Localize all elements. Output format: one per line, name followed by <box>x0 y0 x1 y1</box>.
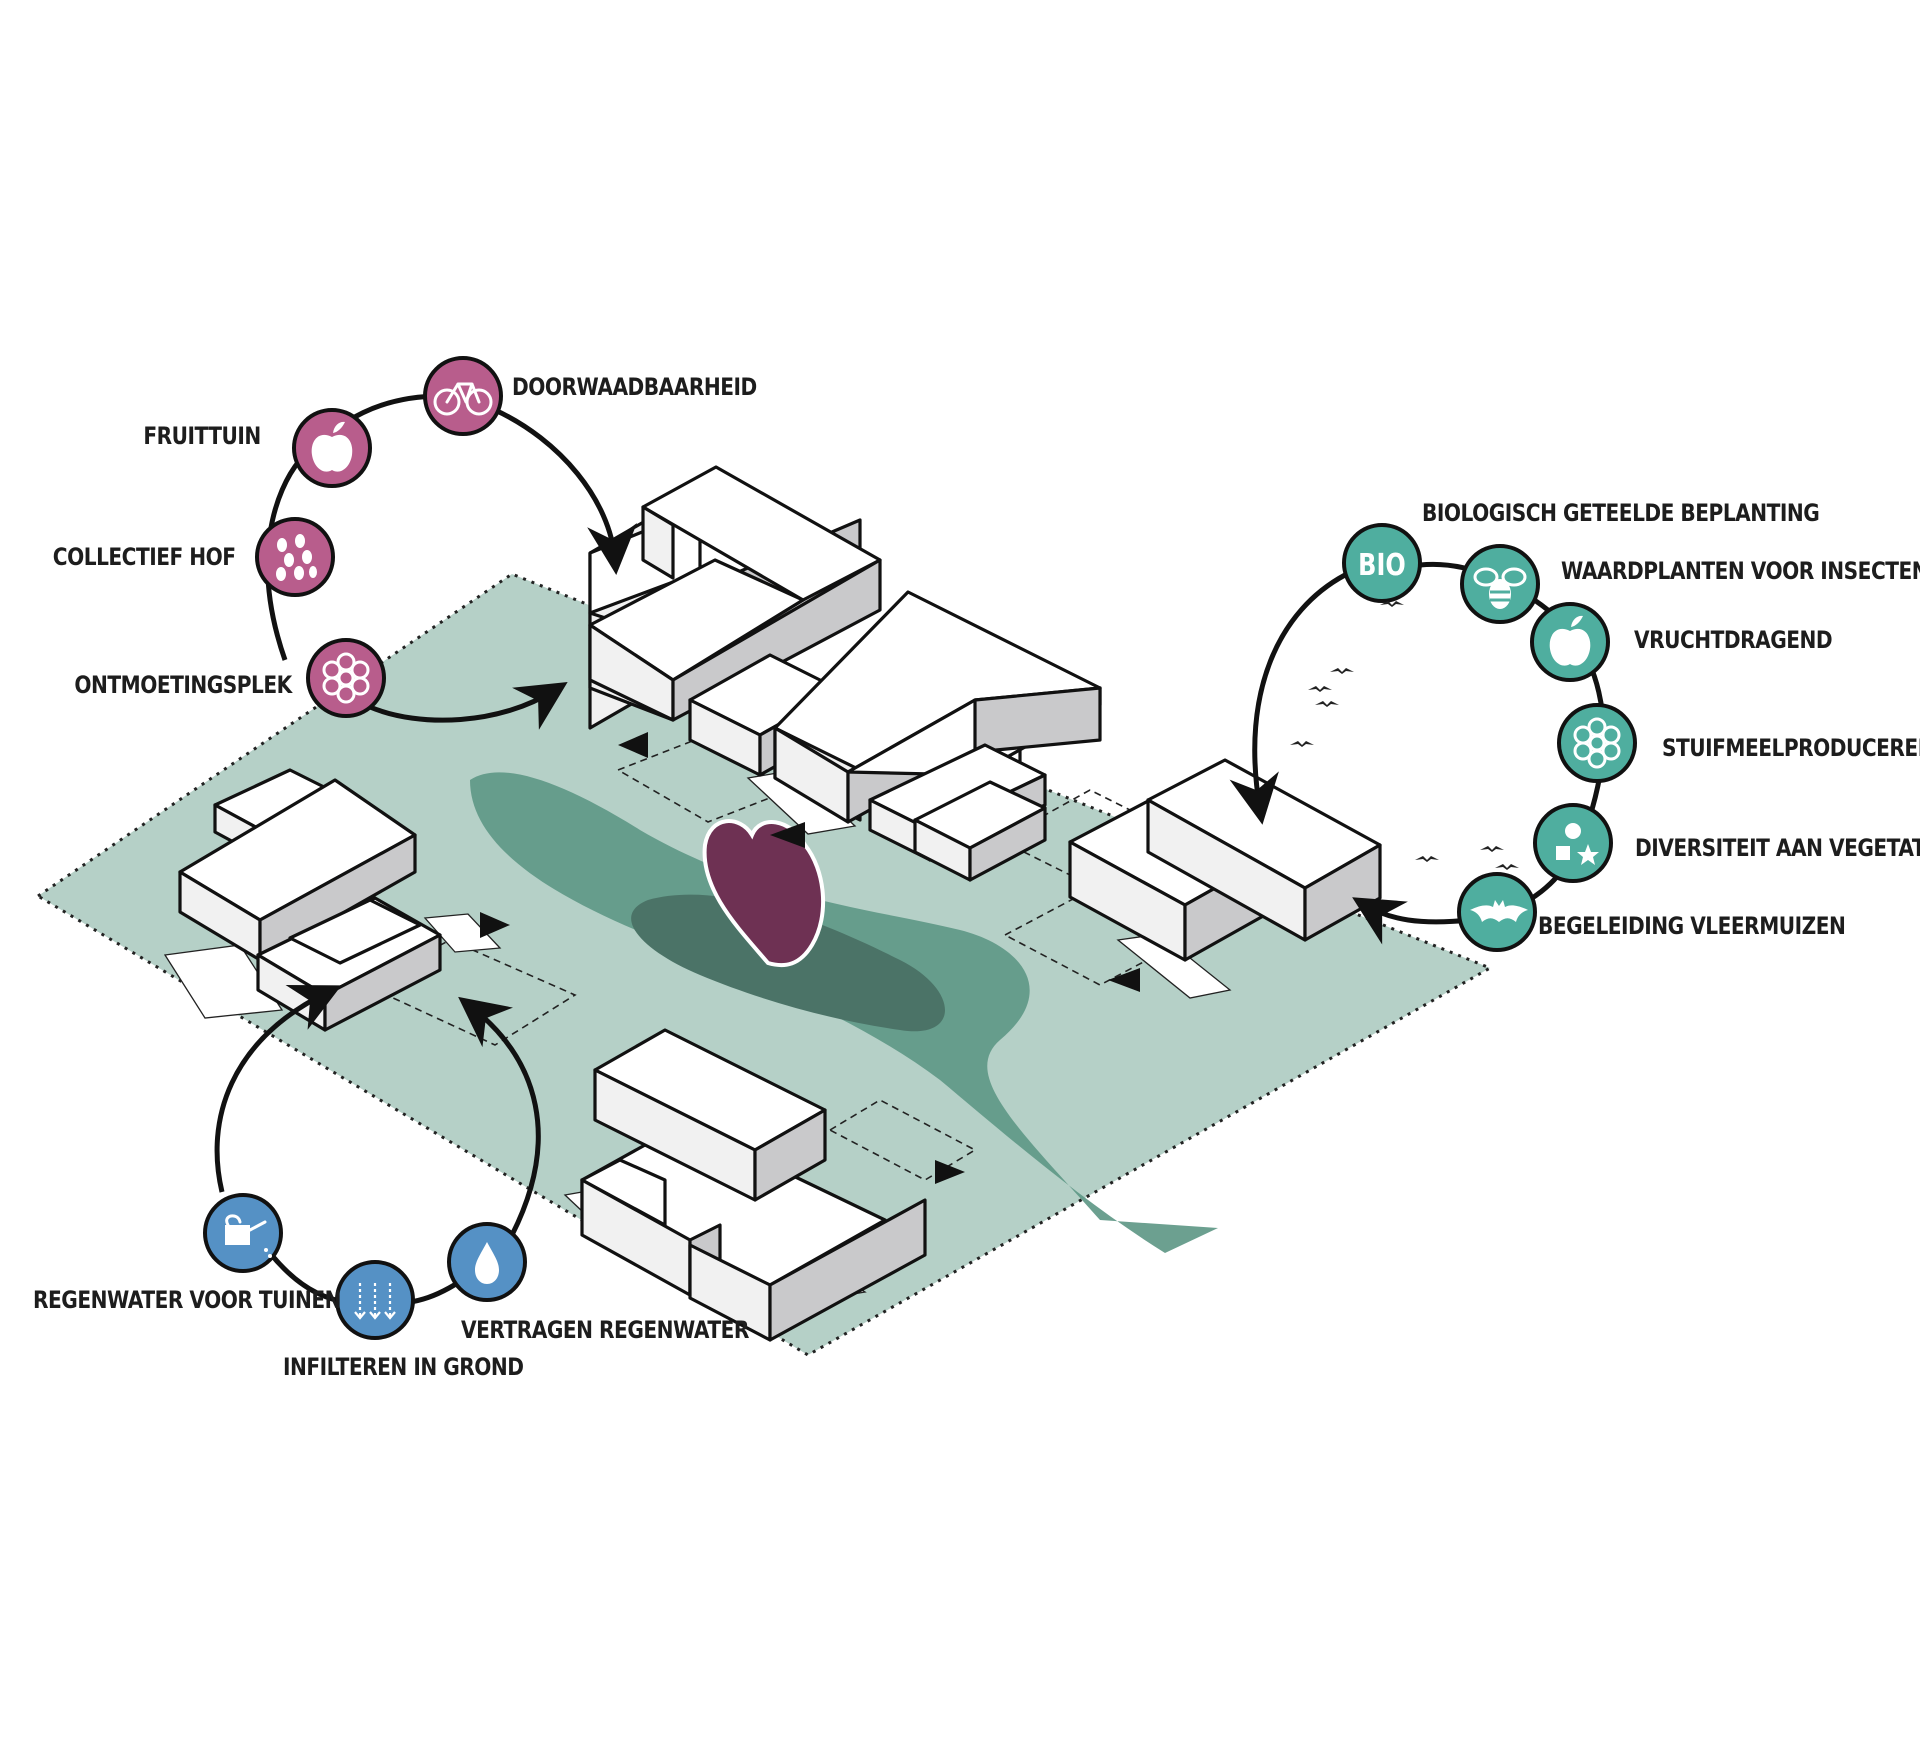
water-icon-infiltration-circle <box>335 1260 415 1340</box>
label-biologisch-geteelde-beplanting: BIOLOGISCH GETEELDE BEPLANTING <box>1422 499 1820 527</box>
label-infilteren-in-grond: INFILTEREN IN GROND <box>283 1353 524 1381</box>
birds-flock <box>1290 601 1519 870</box>
label-waardplanten-voor-insecten: WAARDPLANTEN VOOR INSECTEN <box>1561 557 1920 585</box>
social-cycle-arrow-bottom <box>369 681 568 730</box>
infiltration-icon <box>354 1283 396 1320</box>
bat-icon <box>1470 900 1528 922</box>
apple-icon <box>1549 615 1591 666</box>
building-west <box>178 768 442 1032</box>
label-stuifmeelproducerend: STUIFMEELPRODUCEREND <box>1662 734 1920 762</box>
ecology-cycle-arrow-bottom <box>1352 897 1471 945</box>
shapes-icon <box>1556 823 1599 865</box>
label-diversiteit-aan-vegetatie: DIVERSITEIT AAN VEGETATIE <box>1635 834 1920 862</box>
label-regenwater-voor-tuinen: REGENWATER VOOR TUINEN <box>33 1286 342 1314</box>
ecology-icon-flower-circle <box>1557 703 1637 783</box>
label-fruittuin: FRUITTUIN <box>143 422 262 450</box>
social-icon-seeds-circle <box>255 517 335 597</box>
ecology-cycle: BIO <box>1229 523 1637 952</box>
ecology-icon-bio-circle <box>1342 523 1422 603</box>
label-vruchtdragend: VRUCHTDRAGEND <box>1634 626 1833 654</box>
label-ontmoetingsplek: ONTMOETINGSPLEK <box>74 671 293 699</box>
bird-icon <box>1308 686 1332 692</box>
water-cycle <box>203 984 541 1340</box>
bird-icon <box>1330 668 1354 674</box>
seeds-icon <box>276 534 317 581</box>
watering-can-icon <box>225 1214 272 1258</box>
bird-icon <box>1290 741 1314 747</box>
social-cycle <box>255 356 637 730</box>
bicycle-icon <box>433 382 493 416</box>
ecology-cycle-arrow-left <box>1229 572 1347 825</box>
apple-icon <box>311 421 353 472</box>
bird-icon <box>1380 601 1404 607</box>
entrance-markers <box>480 732 1140 1184</box>
water-cycle-arrow-left <box>214 984 342 1193</box>
heart-icon <box>702 819 826 968</box>
label-begeleiding-vleermuizen: BEGELEIDING VLEERMUIZEN <box>1538 912 1846 940</box>
bird-icon <box>1415 856 1439 862</box>
label-collectief-hof: COLLECTIEF HOF <box>53 543 236 571</box>
social-icon-flower-circle <box>306 638 386 718</box>
bird-icon <box>1480 846 1504 852</box>
label-doorwaadbaarheid: DOORWAADBAARHEID <box>512 373 757 401</box>
flower-icon <box>1573 717 1621 769</box>
water-cycle-arrow-right <box>458 996 541 1237</box>
flower-icon <box>322 652 370 704</box>
social-cycle-arrow-top <box>493 407 637 575</box>
building-north-east <box>773 590 1102 882</box>
ecology-icon-shapes-circle <box>1533 803 1613 883</box>
bee-icon <box>1473 567 1527 609</box>
bird-icon <box>1315 701 1339 707</box>
label-vertragen-regenwater: VERTRAGEN REGENWATER <box>461 1316 749 1344</box>
bio-icon: BIO <box>1358 548 1406 582</box>
water-drop-icon <box>475 1242 499 1284</box>
building-south <box>580 1028 927 1342</box>
bird-icon <box>1495 864 1519 870</box>
